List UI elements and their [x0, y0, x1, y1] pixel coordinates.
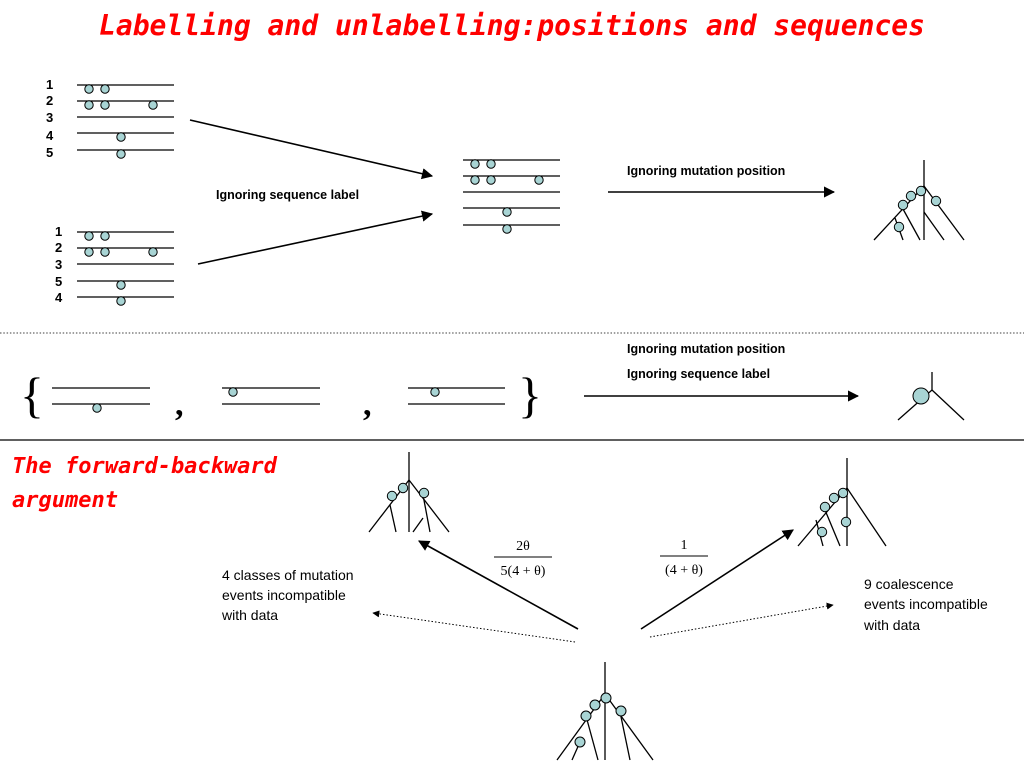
mutation-dot: [386, 490, 398, 502]
close-brace: }: [518, 367, 542, 423]
fraction-left: 2θ 5(4 + θ): [494, 539, 552, 579]
mutation-dot: [912, 387, 930, 405]
open-brace: {: [20, 367, 44, 423]
single-sequence-pair-2: [222, 387, 320, 405]
seq-label-a-3: 3: [46, 110, 53, 125]
mutation-dot: [930, 195, 942, 207]
single-sequence-pair-3: [408, 387, 505, 405]
arrow-to-left-tree: [418, 540, 579, 630]
mutation-dot: [840, 516, 852, 528]
mutation-dot: [84, 231, 94, 241]
mutation-dot: [116, 132, 126, 142]
seq-label-b-3: 3: [55, 257, 62, 272]
mutation-dot: [905, 190, 917, 202]
arrow-to-right-tree: [640, 529, 794, 630]
right-note-line-2: events incompatible: [864, 596, 988, 612]
right-note-line-3: with data: [863, 617, 920, 633]
right-note: 9 coalescence events incompatible with d…: [863, 576, 988, 633]
right-note-line-1: 9 coalescence: [864, 576, 954, 592]
mutation-dot: [615, 705, 627, 717]
dotted-arrow-right: [649, 602, 834, 638]
left-note-line-1: 4 classes of mutation: [222, 567, 354, 583]
seq-label-a-4: 4: [46, 128, 54, 143]
mutation-dot: [893, 221, 905, 233]
left-note-line-3: with data: [221, 607, 278, 623]
mutation-dot: [534, 175, 544, 185]
mutation-dot: [116, 149, 126, 159]
mutation-dot: [100, 247, 110, 257]
ignore-mutation-position-text: Ignoring mutation position: [627, 164, 785, 178]
mutation-dot: [228, 387, 238, 397]
mutation-dot: [502, 224, 512, 234]
fraction-right: 1 (4 + θ): [660, 538, 708, 578]
mutation-dot: [589, 699, 601, 711]
section-title: The forward-backward argument: [12, 454, 277, 513]
mutation-dot: [100, 100, 110, 110]
fraction-left-denominator: 5(4 + θ): [501, 564, 546, 579]
left-note: 4 classes of mutation events incompatibl…: [221, 567, 354, 623]
fraction-right-denominator: (4 + θ): [665, 563, 703, 578]
sequence-set-a: 1 2 3 4 5: [46, 77, 174, 160]
ignore-sequence-label-text: Ignoring sequence label: [216, 188, 359, 202]
ignore-sequence-label-text: Ignoring sequence label: [627, 367, 770, 381]
mutation-dot: [502, 207, 512, 217]
mutation-dot: [486, 159, 496, 169]
mutation-dot: [600, 692, 612, 704]
mutation-dot: [430, 387, 440, 397]
left-note-line-2: events incompatible: [222, 587, 346, 603]
arrow-to-unlabelled: [189, 119, 434, 180]
seq-label-a-5: 5: [46, 145, 53, 160]
dotted-arrow-left: [372, 610, 576, 643]
mutation-dot: [92, 403, 102, 413]
seq-label-a-2: 2: [46, 93, 53, 108]
genealogy-tree-left: [368, 452, 450, 533]
genealogy-tree-right: [797, 458, 887, 547]
fraction-left-numerator: 2θ: [516, 539, 530, 554]
mutation-dot: [470, 159, 480, 169]
genealogy-tree-small: [897, 372, 965, 421]
mutation-dot: [100, 84, 110, 94]
arrow-to-unlabelled: [197, 210, 434, 265]
sequence-set-b: 1 2 3 5 4: [55, 224, 174, 306]
mutation-dot: [486, 175, 496, 185]
mutation-dot: [84, 100, 94, 110]
slide-title: Labelling and unlabelling:positions and …: [98, 9, 925, 42]
mutation-dot: [84, 247, 94, 257]
mutation-dot: [84, 84, 94, 94]
mutation-dot: [148, 100, 158, 110]
genealogy-tree-top: [873, 160, 965, 241]
seq-label-b-1: 1: [55, 224, 62, 239]
mutation-dot: [816, 526, 828, 538]
ignore-mutation-position-text: Ignoring mutation position: [627, 342, 785, 356]
genealogy-tree-bottom: [556, 662, 654, 761]
seq-label-b-4: 4: [55, 290, 63, 305]
seq-label-b-2: 2: [55, 240, 62, 255]
mutation-dot: [574, 736, 586, 748]
single-sequence-pair-1: [52, 387, 150, 413]
mutation-dot: [470, 175, 480, 185]
mutation-dot: [397, 482, 409, 494]
mutation-dot: [580, 710, 592, 722]
mutation-dot: [148, 247, 158, 257]
mutation-dot: [100, 231, 110, 241]
mutation-dot: [897, 199, 909, 211]
seq-label-a-1: 1: [46, 77, 53, 92]
comma-separator: ,: [363, 386, 372, 423]
seq-label-b-5: 5: [55, 274, 62, 289]
mutation-dot: [116, 280, 126, 290]
fraction-right-numerator: 1: [681, 538, 688, 553]
comma-separator: ,: [175, 386, 184, 423]
mutation-dot: [819, 501, 831, 513]
mutation-dot: [837, 487, 849, 499]
mutation-dot: [418, 487, 430, 499]
unlabelled-sequence-set: [463, 159, 560, 234]
mutation-dot: [828, 492, 840, 504]
mutation-dot: [116, 296, 126, 306]
mutation-dot: [915, 185, 927, 197]
